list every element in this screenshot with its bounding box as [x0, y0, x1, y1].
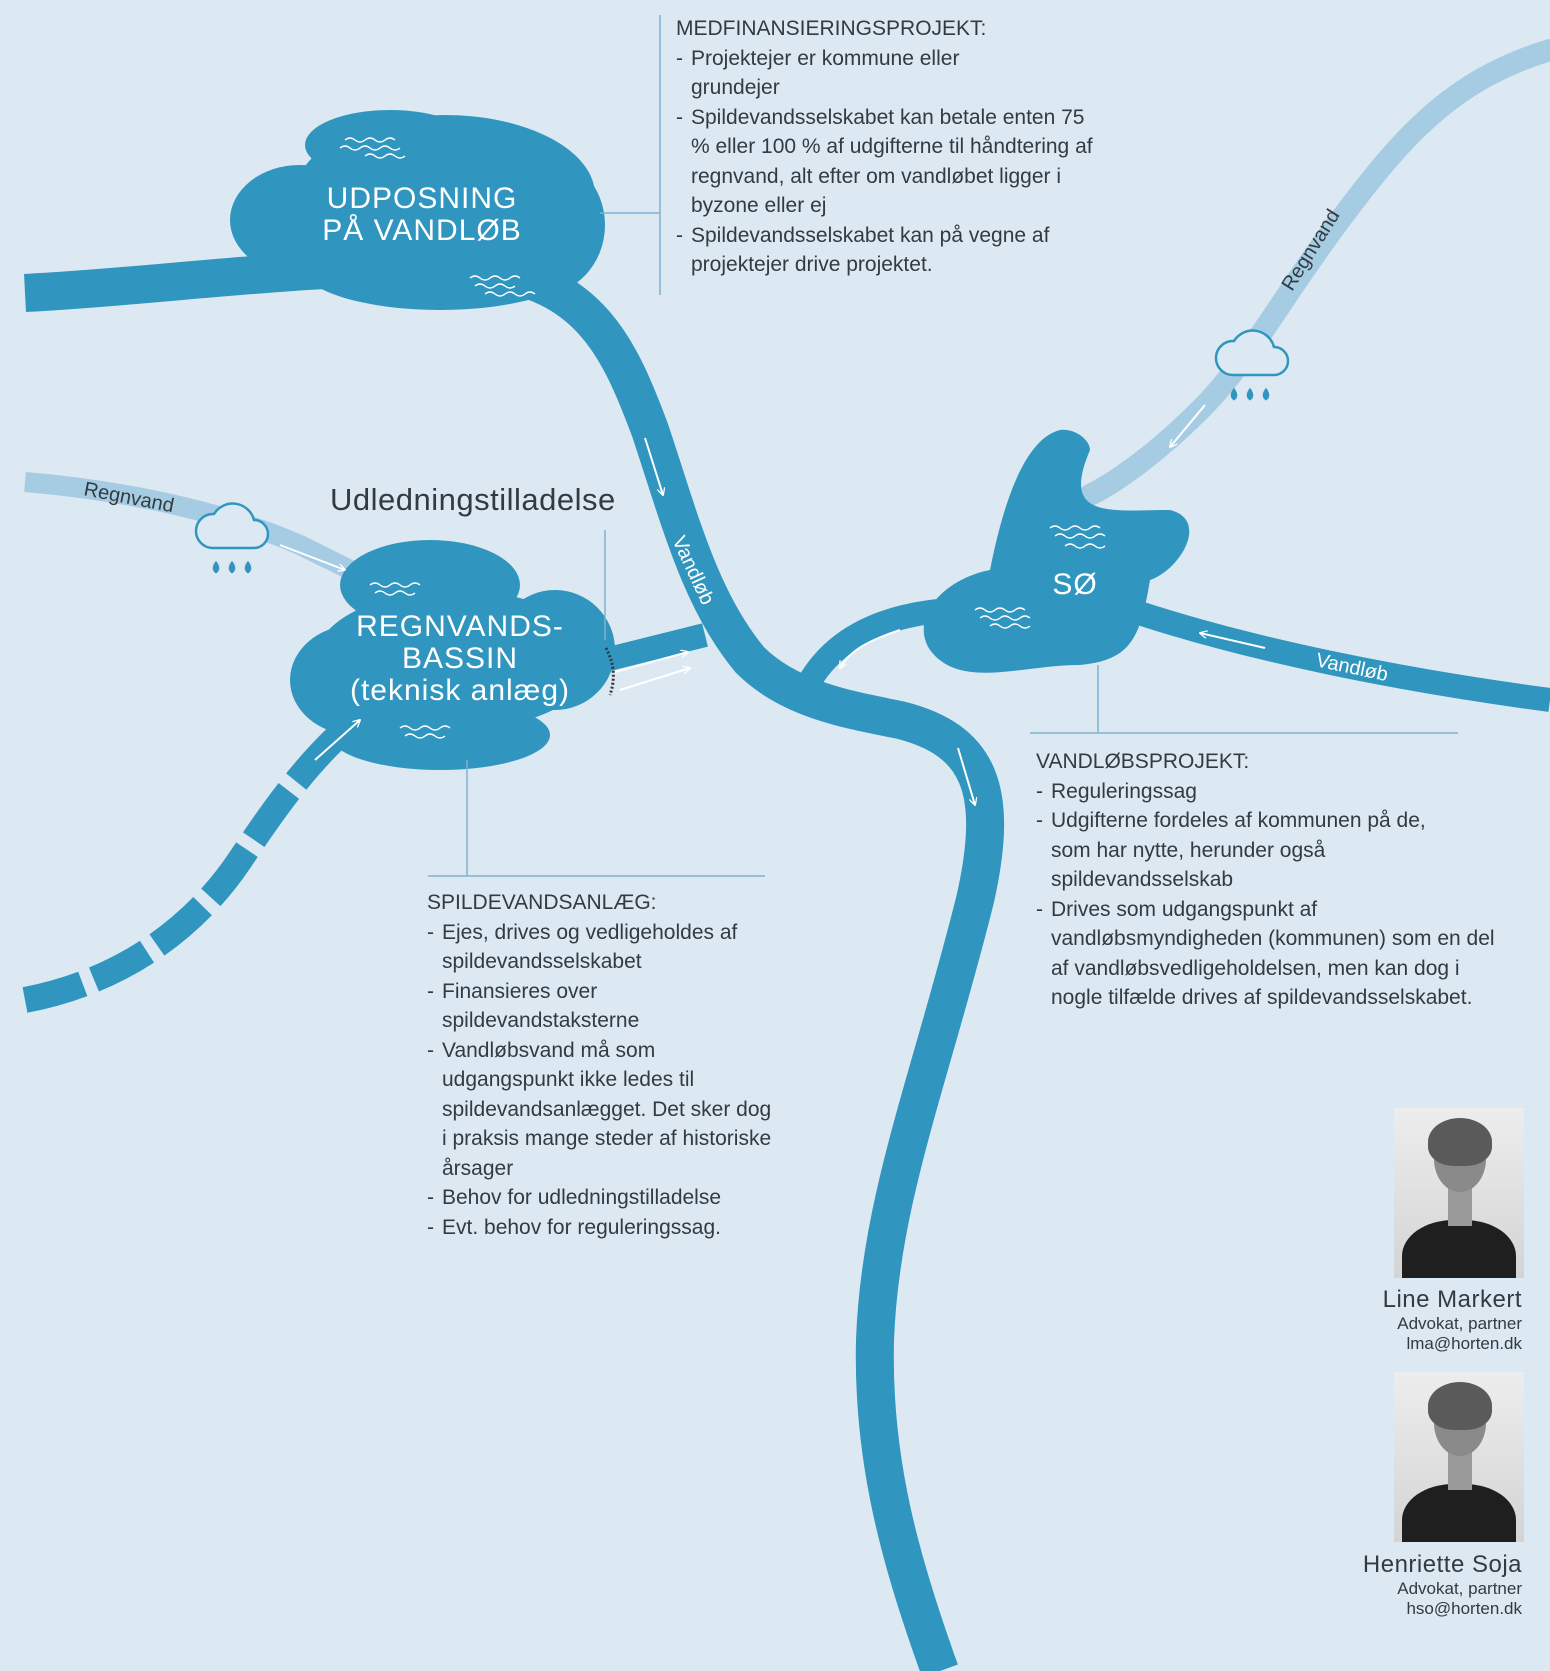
list-item: Ejes, drives og vedligeholdes af spildev…: [427, 918, 772, 977]
list-item: Udgifterne fordeles af kommunen på de, s…: [1036, 806, 1471, 895]
list-item: Finansieres over spildevandstaksterne: [427, 977, 692, 1036]
bassin-title-line2: BASSIN: [401, 642, 519, 675]
person-name: Line Markert: [1382, 1286, 1522, 1313]
spildevand-heading: SPILDEVANDSANLÆG:: [427, 891, 657, 914]
spildevand-list: Ejes, drives og vedligeholdes af spildev…: [427, 918, 772, 1243]
medfinansiering-heading: MEDFINANSIERINGSPROJEKT:: [676, 17, 987, 40]
portrait-photo-1: [1394, 1108, 1524, 1278]
vandlobsprojekt-list: Reguleringssag Udgifterne fordeles af ko…: [1036, 777, 1516, 1013]
connector-lines: [428, 15, 1458, 877]
spildevand-block: SPILDEVANDSANLÆG: Ejes, drives og vedlig…: [427, 888, 772, 1242]
vandlob-label-right: Vandløb: [1314, 649, 1390, 686]
dashed-inflow-pipe: [22, 715, 359, 1013]
list-item: Drives som udgangspunkt af vandløbsmyndi…: [1036, 895, 1516, 1013]
portrait-photo-2: [1394, 1372, 1524, 1542]
person-card-1: Line Markert Advokat, partner lma@horten…: [1383, 1286, 1522, 1354]
lake-outflow-river: [794, 598, 951, 696]
medfinansiering-block: MEDFINANSIERINGSPROJEKT: Projektejer er …: [676, 14, 1096, 280]
so-title-line1: SØ: [1052, 568, 1098, 601]
person-name: Henriette Soja: [1362, 1551, 1522, 1578]
outlet-marker: [604, 647, 615, 696]
list-item: Projektejer er kommune eller grundejer: [676, 44, 1001, 103]
regnvand-label-left: Regnvand: [82, 478, 176, 517]
bassin-outlet-pipe: [602, 623, 708, 672]
list-item: Reguleringssag: [1036, 777, 1516, 807]
person-email[interactable]: hso@horten.dk: [1406, 1599, 1522, 1618]
list-item: Spildevandsselskabet kan på vegne af pro…: [676, 221, 1096, 280]
udposning-title-line2: PÅ VANDLØB: [322, 214, 522, 247]
person-card-2: Henriette Soja Advokat, partner hso@hort…: [1363, 1551, 1522, 1619]
list-item: Evt. behov for reguleringssag.: [427, 1213, 772, 1243]
flow-arrows: [279, 404, 1266, 805]
right-inflow-river: [1126, 598, 1550, 712]
udposning-title: UDPOSNING PÅ VANDLØB: [322, 183, 522, 247]
list-item: Behov for udledningstilladelse: [427, 1183, 772, 1213]
udledning-label: Udledningstilladelse: [330, 482, 616, 517]
bassin-title: REGNVANDS- BASSIN (teknisk anlæg): [330, 611, 590, 707]
person-title: Advokat, partner: [1397, 1314, 1522, 1333]
wave-icons: [339, 137, 1106, 739]
regnvand-label-right: Regnvand: [1278, 206, 1345, 295]
list-item: Vandløbsvand må som udgangspunkt ikke le…: [427, 1036, 772, 1184]
bassin-title-line3: (teknisk anlæg): [349, 674, 571, 707]
medfinansiering-list: Projektejer er kommune eller grundejer S…: [676, 44, 1096, 280]
vandlobsprojekt-block: VANDLØBSPROJEKT: Reguleringssag Udgifter…: [1036, 747, 1516, 1013]
so-title: SØ: [1040, 569, 1110, 601]
bassin-title-line1: REGNVANDS-: [356, 610, 564, 643]
bassin-cloud: [290, 540, 615, 770]
rain-stream-right: [1079, 39, 1550, 506]
person-title: Advokat, partner: [1397, 1579, 1522, 1598]
vandlobsprojekt-heading: VANDLØBSPROJEKT:: [1036, 750, 1250, 773]
rain-cloud-icon-right: [1214, 329, 1290, 401]
list-item: Spildevandsselskabet kan betale enten 75…: [676, 103, 1096, 221]
rain-cloud-icon-left: [194, 502, 270, 574]
udposning-title-line1: UDPOSNING: [326, 182, 518, 215]
person-email[interactable]: lma@horten.dk: [1406, 1334, 1522, 1353]
